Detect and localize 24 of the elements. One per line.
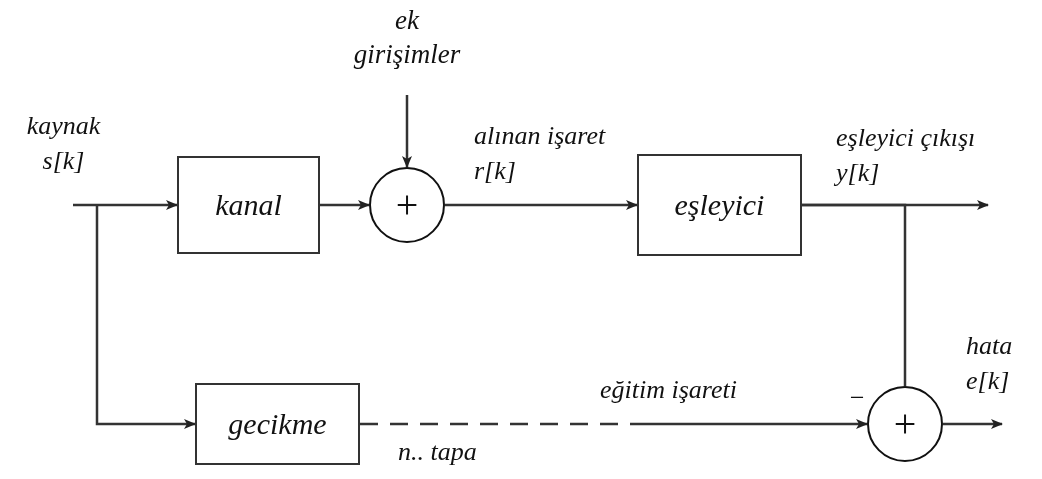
block-label: eşleyici — [674, 188, 765, 222]
block-label: gecikme — [228, 407, 327, 441]
tap-count-label: n.. tapa — [398, 436, 477, 468]
input-label: ek girişimler — [342, 4, 472, 90]
arrow — [445, 200, 638, 210]
arrow — [95, 205, 196, 429]
arrow — [402, 95, 412, 168]
arrow — [73, 200, 178, 210]
arrow — [943, 419, 1003, 429]
signal-label: eşleyici çıkışı y[k] — [836, 122, 977, 190]
signal-label: hata e[k] — [966, 330, 1014, 398]
minus-sign: − — [848, 382, 866, 414]
arrow — [360, 419, 868, 429]
process-block — [177, 156, 320, 254]
plus-sign: + — [893, 404, 917, 444]
arrow — [320, 200, 370, 210]
signal-label: eğitim işareti — [600, 374, 738, 406]
process-block — [637, 154, 802, 256]
signal-label: alınan işaret r[k] — [474, 120, 607, 188]
signal-label: kaynak s[k] — [25, 110, 102, 178]
connector-line — [802, 203, 907, 386]
process-block — [195, 383, 360, 465]
plus-sign: + — [395, 185, 419, 225]
block-label: kanal — [215, 188, 282, 222]
